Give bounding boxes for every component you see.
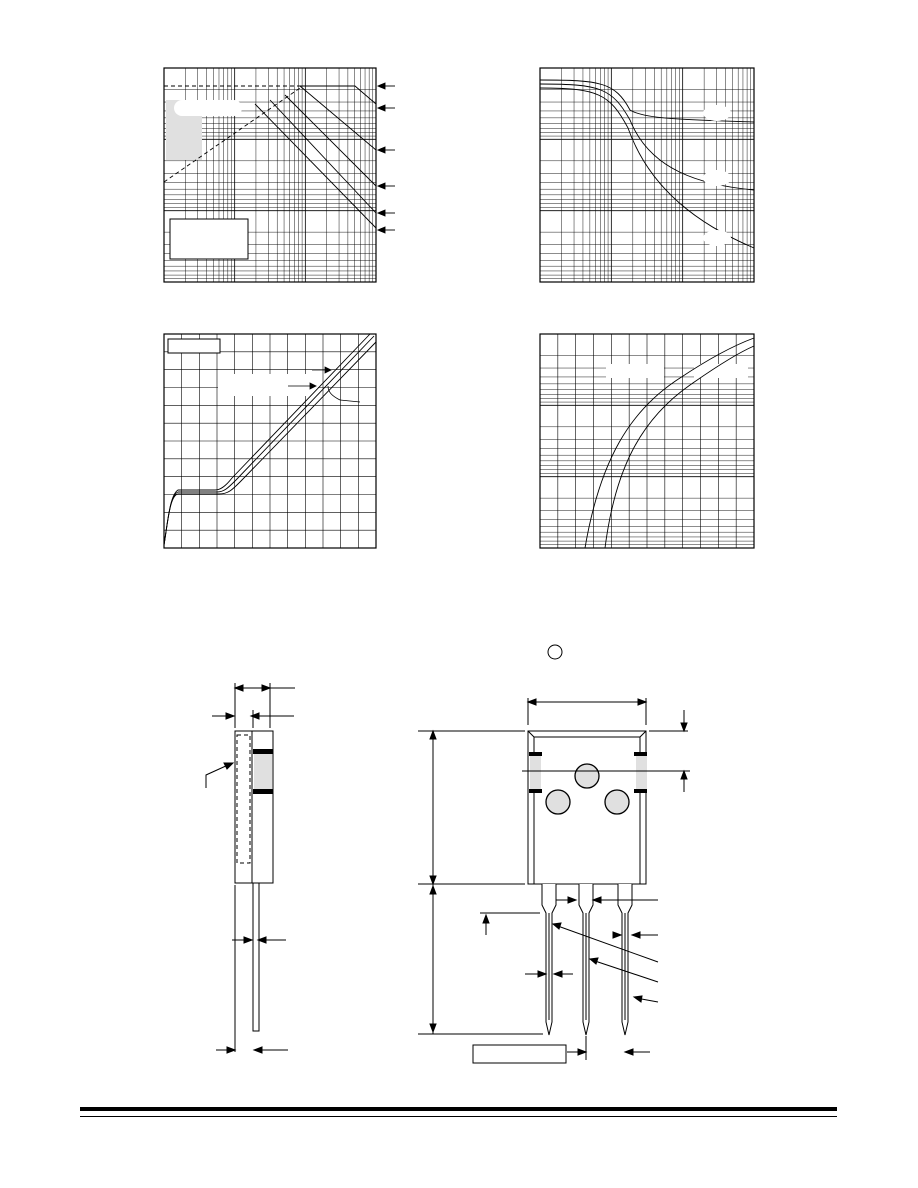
front-hole-left <box>545 789 571 815</box>
chart2-curve-a <box>539 79 755 123</box>
front-slot-left <box>530 756 541 790</box>
chart3-grid <box>164 334 376 548</box>
chart2-label-3 <box>703 230 731 246</box>
front-body <box>527 730 647 885</box>
front-band-tr <box>634 752 647 756</box>
chart1-curve-dc <box>254 103 377 229</box>
chart3-frame <box>163 333 377 549</box>
chart2-label-1 <box>703 105 731 121</box>
package-side-view <box>205 683 295 1054</box>
chart3-curve-b <box>163 335 375 546</box>
chart1-curve-arrows <box>376 82 395 234</box>
chart1-curve-100us <box>299 85 377 151</box>
chart1-curve-10us <box>300 85 377 105</box>
chart1-legend-box <box>169 218 249 260</box>
datum-circle <box>547 644 563 660</box>
chart2-minor-grid <box>539 67 755 283</box>
side-tab-hidden <box>236 734 251 864</box>
chart2-frame <box>539 67 755 283</box>
chart2-curves <box>539 79 755 249</box>
chart1-limit-curves <box>163 85 377 229</box>
front-band-tl <box>529 752 542 756</box>
front-band-br <box>634 789 647 793</box>
chart-body-diode <box>539 333 755 549</box>
chart4-frame <box>539 333 755 549</box>
footer-rule <box>80 1107 837 1117</box>
chart1-curve-1ms <box>284 94 377 187</box>
chart4-curve-150c <box>604 345 755 549</box>
chart3-curve-c <box>163 341 377 546</box>
front-slot-right <box>636 756 647 790</box>
chart4-curves <box>584 337 755 549</box>
front-leads <box>541 884 633 1036</box>
side-heat-region <box>254 752 272 794</box>
chart4-curve-25c <box>584 337 755 549</box>
chart1-frame <box>163 67 377 283</box>
chart2-curve-c <box>539 87 755 249</box>
chart1-curve-10ms <box>269 99 377 214</box>
chart4-label-mask-right <box>694 364 748 378</box>
chart2-label-2 <box>703 170 731 186</box>
chart3-curves <box>163 333 377 546</box>
chart4-label-mask-left <box>606 364 664 378</box>
chart-safe-operating-area <box>163 67 395 283</box>
chart-gate-charge <box>163 333 377 549</box>
side-band-top <box>253 749 273 754</box>
package-front-view <box>418 698 690 1064</box>
chart-transient-thermal <box>539 67 755 283</box>
side-lead <box>252 882 260 1032</box>
front-hole-right <box>604 789 630 815</box>
chart1-label-box-upper <box>174 100 242 116</box>
chart3-pointer-arrows <box>288 366 361 403</box>
front-hole-top <box>574 763 600 789</box>
front-band-bl <box>529 789 542 793</box>
side-band-bottom <box>253 789 273 794</box>
chart3-legend-box <box>167 338 221 354</box>
chart3-label-mask <box>218 374 318 396</box>
chart3-curve-a <box>163 333 371 546</box>
dimension-reference-box <box>472 1044 567 1064</box>
